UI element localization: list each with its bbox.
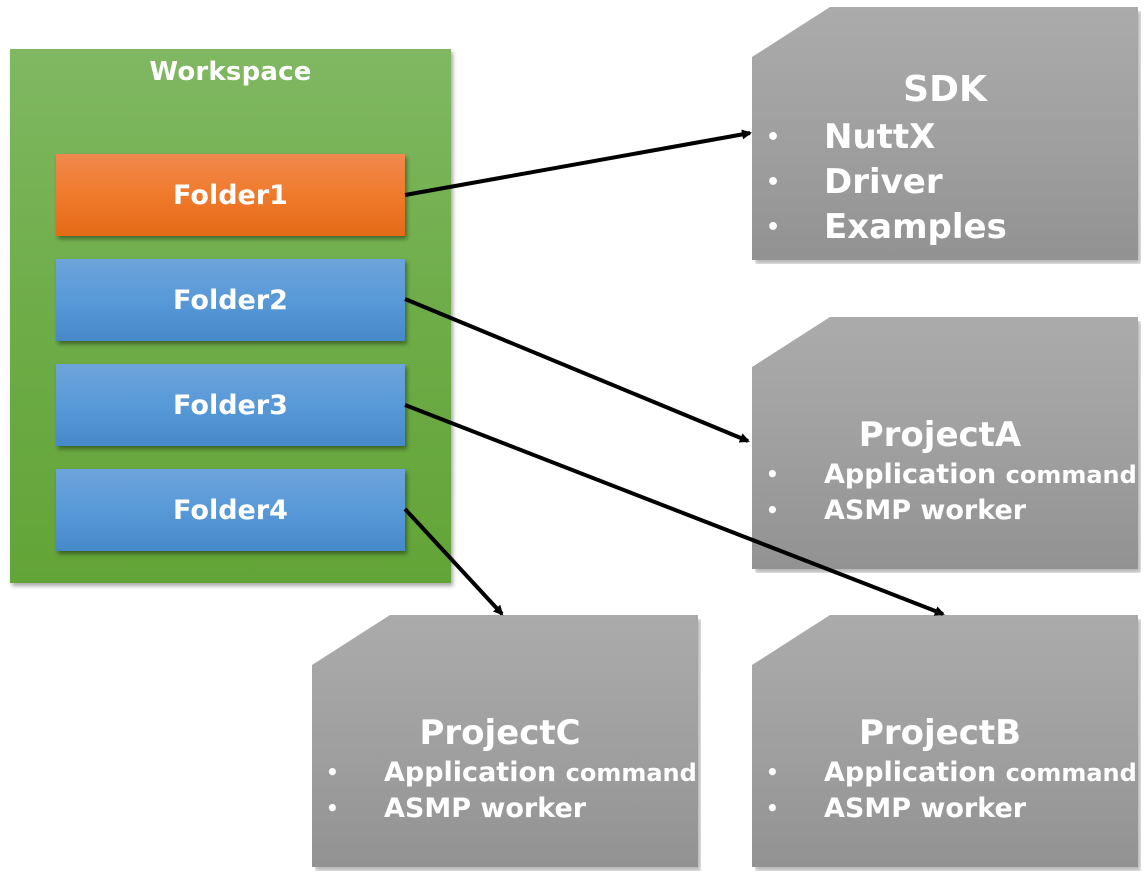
project-a-card: ProjectA • Application command • ASMP work… <box>752 317 1138 569</box>
list-item: • ASMP worker <box>752 493 1138 528</box>
item-suffix: command <box>565 759 697 787</box>
arrow-folder2-to-project-a <box>404 297 750 443</box>
item-suffix: command <box>1005 759 1137 787</box>
project-c-item-list: • Application command • ASMP worker <box>312 755 698 826</box>
folder-4[interactable]: Folder4 <box>56 469 405 551</box>
list-item: • Driver <box>752 160 1138 205</box>
project-a-item-list: • Application command • ASMP worker <box>752 457 1138 528</box>
sdk-item-list: • NuttX • Driver • Examples <box>752 115 1138 250</box>
workspace-container: Workspace Folder1 Folder2 Folder3 Folder… <box>10 49 451 583</box>
bullet-icon: • <box>766 462 779 486</box>
project-b-card: ProjectB • Application command • ASMP work… <box>752 615 1138 867</box>
item-text: Application <box>824 459 997 490</box>
sdk-item-text: Examples <box>824 207 1007 247</box>
bullet-icon: • <box>326 796 339 820</box>
bullet-icon: • <box>766 760 779 784</box>
list-item: • Application command <box>312 755 698 791</box>
folder-2-label: Folder2 <box>173 284 288 316</box>
folder-3[interactable]: Folder3 <box>56 364 405 446</box>
folder-4-label: Folder4 <box>173 494 288 526</box>
sdk-item-text: NuttX <box>824 117 936 157</box>
arrow-folder1-to-sdk <box>404 129 752 197</box>
project-a-title: ProjectA <box>858 415 1022 455</box>
list-item: • Application command <box>752 755 1138 791</box>
item-text: ASMP worker <box>824 495 1027 526</box>
list-item: • ASMP worker <box>752 791 1138 826</box>
item-suffix: command <box>1005 461 1137 489</box>
folder-2[interactable]: Folder2 <box>56 259 405 341</box>
bullet-icon: • <box>766 796 779 820</box>
project-c-card: ProjectC • Application command • ASMP work… <box>312 615 698 867</box>
list-item: • Examples <box>752 205 1138 250</box>
bullet-icon: • <box>766 498 779 522</box>
sdk-card: SDK • NuttX • Driver • Examples <box>752 7 1138 260</box>
folder-1[interactable]: Folder1 <box>56 154 405 236</box>
item-text: Application <box>824 757 997 788</box>
project-b-item-list: • Application command • ASMP worker <box>752 755 1138 826</box>
bullet-icon: • <box>766 170 781 195</box>
bullet-icon: • <box>766 125 781 150</box>
item-text: ASMP worker <box>824 793 1027 824</box>
sdk-item-text: Driver <box>824 162 943 202</box>
project-b-title: ProjectB <box>858 713 1022 753</box>
list-item: • Application command <box>752 457 1138 493</box>
bullet-icon: • <box>766 215 781 240</box>
folder-1-label: Folder1 <box>173 179 288 211</box>
list-item: • NuttX <box>752 115 1138 160</box>
item-text: ASMP worker <box>384 793 587 824</box>
item-text: Application <box>384 757 557 788</box>
sdk-title: SDK <box>903 69 987 110</box>
workspace-title: Workspace <box>149 57 312 87</box>
list-item: • ASMP worker <box>312 791 698 826</box>
bullet-icon: • <box>326 760 339 784</box>
project-c-title: ProjectC <box>419 713 581 753</box>
folder-3-label: Folder3 <box>173 389 288 421</box>
